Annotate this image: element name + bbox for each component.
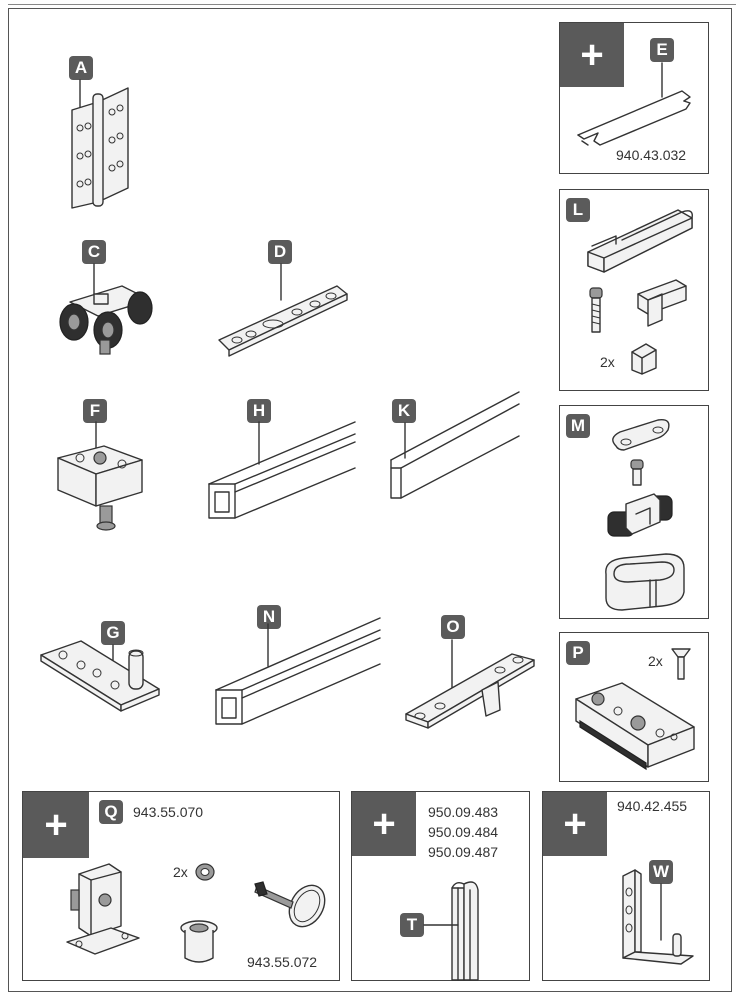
seal-profile-icon xyxy=(451,881,479,981)
badge-c: C xyxy=(82,240,106,264)
trolley-clip-icon xyxy=(607,493,673,537)
part-number-q: 943.55.070 xyxy=(133,804,204,820)
cap-icon xyxy=(631,343,657,375)
leader-t xyxy=(423,924,459,926)
box-m: M xyxy=(559,405,709,619)
qty-p-screw: 2x xyxy=(648,653,663,669)
washer-icon xyxy=(195,863,215,881)
part-number-t-2: 950.09.484 xyxy=(428,824,499,840)
screw-icon-p xyxy=(671,648,691,680)
box-l: L 2x xyxy=(559,189,709,391)
bushing-icon xyxy=(180,920,218,963)
pivot-plate-icon xyxy=(40,640,160,712)
plus-icon: + xyxy=(560,23,624,87)
hinge-icon xyxy=(71,79,129,209)
key-icon xyxy=(254,881,326,928)
plus-icon-w: + xyxy=(543,792,607,856)
track-icon xyxy=(208,421,356,519)
box-p: P 2x xyxy=(559,632,709,782)
badge-t: T xyxy=(400,913,424,937)
part-number-t-3: 950.09.487 xyxy=(428,844,499,860)
box-q: + Q 943.55.070 2x 943.55.072 xyxy=(22,791,340,981)
badge-m: M xyxy=(566,414,590,438)
badge-l: L xyxy=(566,198,590,222)
plus-icon-q: + xyxy=(23,792,89,858)
cover-icon xyxy=(605,553,685,611)
top-rule xyxy=(8,4,736,5)
page-frame xyxy=(8,8,732,992)
profile-icon xyxy=(390,391,520,499)
badge-w: W xyxy=(649,860,673,884)
box-e: + E 940.43.032 xyxy=(559,22,709,174)
badge-p: P xyxy=(566,641,590,665)
clip-icon xyxy=(637,279,687,327)
part-number-q-key: 943.55.072 xyxy=(247,954,318,970)
bracket-block-icon xyxy=(575,682,695,771)
badge-f: F xyxy=(83,399,107,423)
badge-n: N xyxy=(257,605,281,629)
box-t: + 950.09.483 950.09.484 950.09.487 T xyxy=(351,791,530,981)
washer-plate-icon xyxy=(612,419,670,451)
plate-icon xyxy=(218,263,348,357)
guide-icon xyxy=(405,639,535,729)
badge-e: E xyxy=(650,38,674,62)
lock-bracket-icon xyxy=(66,863,140,955)
trolley-icon xyxy=(59,263,153,355)
track-icon-n xyxy=(215,617,381,725)
stopper-icon xyxy=(57,421,143,531)
end-cap-icon xyxy=(587,209,693,273)
box-w: + 940.42.455 W xyxy=(542,791,710,981)
badge-q: Q xyxy=(99,800,123,824)
badge-d: D xyxy=(268,240,292,264)
badge-h: H xyxy=(247,399,271,423)
qty-l-cap: 2x xyxy=(600,354,615,370)
part-number-w: 940.42.455 xyxy=(617,798,688,814)
badge-a: A xyxy=(69,56,93,80)
badge-o: O xyxy=(441,615,465,639)
screw-icon-m xyxy=(630,459,644,486)
badge-g: G xyxy=(101,621,125,645)
plate-icon-e xyxy=(577,62,691,146)
plus-icon-t: + xyxy=(352,792,416,856)
badge-k: K xyxy=(392,399,416,423)
angle-bracket-icon xyxy=(622,869,694,965)
part-number-e: 940.43.032 xyxy=(616,147,687,163)
qty-q-washer: 2x xyxy=(173,864,188,880)
part-number-t-1: 950.09.483 xyxy=(428,804,499,820)
screw-icon xyxy=(589,287,603,333)
